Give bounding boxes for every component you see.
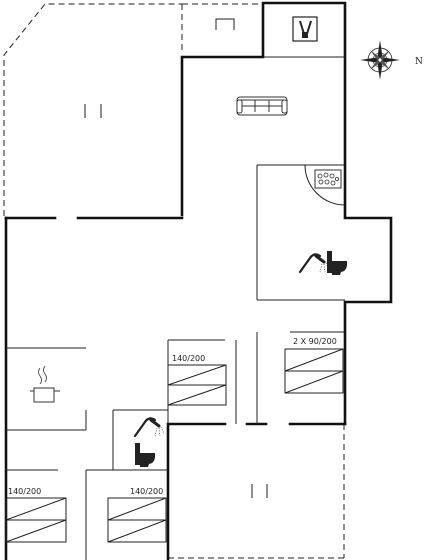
door-swing	[304, 164, 346, 206]
toilet-icon	[327, 251, 348, 275]
shower-icon	[133, 417, 165, 438]
window-marks	[84, 104, 268, 498]
terrace-outline	[3, 3, 345, 559]
compass-rose-icon	[360, 40, 400, 80]
shower-icon	[298, 253, 330, 274]
double-bed-icon	[5, 497, 67, 543]
bed-size-label: 140/200	[130, 487, 164, 496]
bed-size-label: 2 X 90/200	[293, 337, 337, 346]
double-bed-icon	[167, 364, 227, 406]
double-bed-icon	[107, 497, 167, 543]
sauna-icon	[292, 16, 318, 42]
bed-size-label: 140/200	[8, 487, 42, 496]
exterior-walls	[4, 1, 393, 560]
bed-size-label: 140/200	[172, 354, 206, 363]
sofa-icon	[236, 96, 288, 116]
whirlpool-icon	[314, 169, 342, 189]
compass-north-label: N	[415, 57, 423, 67]
twin-beds-icon	[284, 348, 344, 394]
cooking-pot-icon	[30, 365, 60, 403]
toilet-icon	[135, 443, 156, 467]
interior-walls	[5, 18, 345, 560]
